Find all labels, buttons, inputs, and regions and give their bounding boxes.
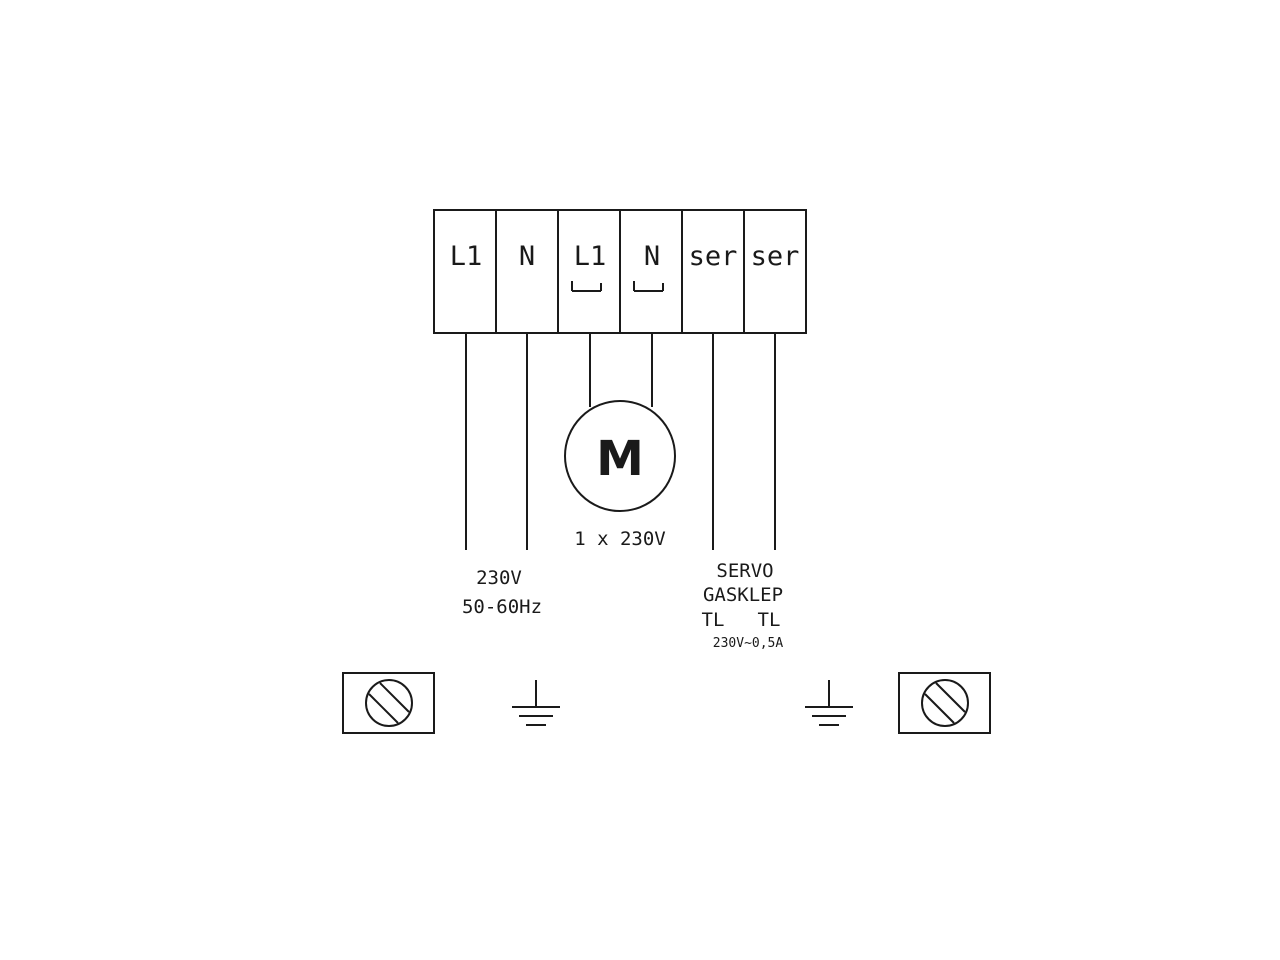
terminal-label-switched-l1: L1 [574, 241, 607, 272]
terminal-label-servo: ser [751, 241, 800, 272]
terminal-label-l1: L1 [450, 241, 483, 272]
motor-rating: 1 x 230V [574, 528, 666, 550]
terminal-label-switched-n: N [644, 241, 660, 272]
ground-icon [512, 680, 560, 726]
motor-icon: M [564, 400, 676, 512]
motor-circle [564, 400, 676, 512]
supply-voltage: 230V [476, 567, 522, 589]
ground-icon [805, 680, 853, 726]
terminal-block: L1 N L1 N ser ser [433, 209, 807, 334]
supply-frequency: 50-60Hz [462, 596, 542, 618]
switch-icon [633, 281, 664, 292]
tl-left-label: TL [702, 609, 725, 631]
motor-letter: M [596, 431, 644, 487]
servo-label: SERVO [716, 560, 773, 582]
terminal-label-n: N [519, 241, 535, 272]
servo-rating: 230V~0,5A [713, 636, 784, 651]
gasklep-label: GASKLEP [703, 584, 783, 606]
terminal-label-servo: ser [689, 241, 738, 272]
fuse-icon [898, 672, 991, 734]
switch-icon [571, 281, 602, 292]
fuse-icon [342, 672, 435, 734]
tl-right-label: TL [758, 609, 781, 631]
